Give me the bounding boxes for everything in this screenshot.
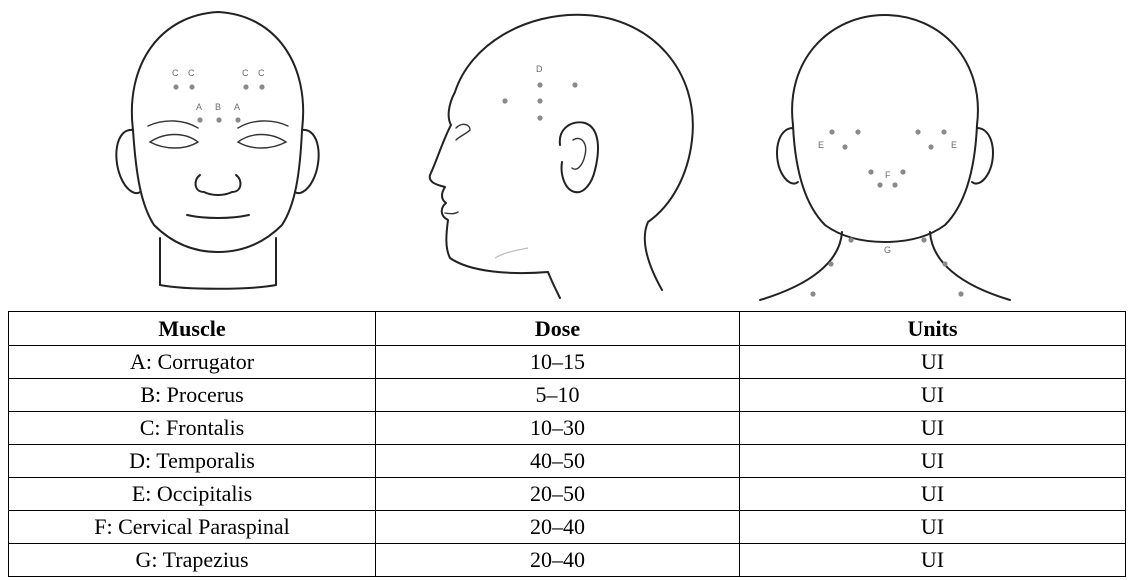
- cell-dose: 20–50: [376, 478, 740, 511]
- back-head-outline: [792, 15, 978, 242]
- side-dot-4: [572, 82, 577, 87]
- cell-units: UI: [740, 346, 1126, 379]
- table-row: C: Frontalis 10–30 UI: [9, 412, 1126, 445]
- front-dot-c4: [259, 84, 264, 89]
- back-dot-e4: [915, 129, 920, 134]
- header-muscle: Muscle: [9, 312, 376, 346]
- side-mouth: [445, 212, 458, 214]
- front-right-brow: [238, 121, 288, 128]
- cell-dose: 10–30: [376, 412, 740, 445]
- front-label-c2: C: [188, 68, 195, 78]
- back-dot-e2: [855, 129, 860, 134]
- front-dot-c2: [189, 84, 194, 89]
- dose-table: Muscle Dose Units A: Corrugator 10–15 UI…: [8, 311, 1126, 577]
- side-label-d: D: [536, 64, 543, 74]
- front-nose: [195, 175, 240, 195]
- side-ear: [560, 122, 598, 192]
- back-dot-g2: [921, 237, 926, 242]
- back-dot-e5: [941, 129, 946, 134]
- cell-units: UI: [740, 478, 1126, 511]
- back-dot-f2: [900, 169, 905, 174]
- cell-muscle: F: Cervical Paraspinal: [9, 511, 376, 544]
- head-diagrams: C C C C A B A D: [0, 0, 1130, 310]
- table-row: A: Corrugator 10–15 UI: [9, 346, 1126, 379]
- back-dot-g4: [942, 261, 947, 266]
- side-head-outline: [430, 15, 693, 298]
- side-jaw-line: [495, 248, 528, 258]
- cell-units: UI: [740, 412, 1126, 445]
- cell-dose: 5–10: [376, 379, 740, 412]
- cell-dose: 40–50: [376, 445, 740, 478]
- back-label-f: F: [885, 170, 891, 180]
- table-header-row: Muscle Dose Units: [9, 312, 1126, 346]
- cell-muscle: D: Temporalis: [9, 445, 376, 478]
- cell-dose: 20–40: [376, 511, 740, 544]
- front-head-outline: [132, 12, 303, 252]
- side-dot-3: [537, 98, 542, 103]
- back-dot-g3: [828, 261, 833, 266]
- side-dot-1: [537, 82, 542, 87]
- back-dot-f4: [892, 182, 897, 187]
- front-left-eye: [150, 135, 198, 149]
- table-row: E: Occipitalis 20–50 UI: [9, 478, 1126, 511]
- front-label-c4: C: [258, 68, 265, 78]
- back-dot-f3: [877, 182, 882, 187]
- cell-units: UI: [740, 511, 1126, 544]
- front-dot-b: [216, 117, 221, 122]
- cell-units: UI: [740, 445, 1126, 478]
- cell-units: UI: [740, 544, 1126, 577]
- back-dot-f1: [868, 169, 873, 174]
- side-ear-inner: [572, 138, 586, 169]
- front-right-ear: [295, 130, 319, 193]
- back-dot-g6: [958, 291, 963, 296]
- front-right-eye: [238, 135, 286, 149]
- back-dot-e3: [842, 144, 847, 149]
- back-dot-g1: [848, 237, 853, 242]
- front-label-a1: A: [196, 102, 202, 112]
- cell-muscle: A: Corrugator: [9, 346, 376, 379]
- side-dot-5: [537, 115, 542, 120]
- front-label-c3: C: [242, 68, 249, 78]
- cell-muscle: C: Frontalis: [9, 412, 376, 445]
- front-label-a2: A: [234, 102, 240, 112]
- front-dot-c3: [243, 84, 248, 89]
- back-dot-e6: [928, 144, 933, 149]
- back-label-e-right: E: [951, 140, 957, 150]
- back-dot-e1: [829, 129, 834, 134]
- cell-dose: 10–15: [376, 346, 740, 379]
- front-left-brow: [148, 121, 198, 128]
- front-neck: [160, 238, 276, 285]
- front-mouth: [187, 215, 249, 218]
- back-head-view: E E F G: [760, 15, 1010, 300]
- cell-muscle: B: Procerus: [9, 379, 376, 412]
- front-dot-a1: [197, 117, 202, 122]
- side-head-view: D: [430, 15, 693, 298]
- injection-site-figure: C C C C A B A D: [0, 0, 1130, 310]
- back-label-g: G: [884, 245, 891, 255]
- side-dot-2: [502, 98, 507, 103]
- side-eye: [456, 124, 470, 140]
- front-head-view: C C C C A B A: [116, 12, 318, 289]
- header-units: Units: [740, 312, 1126, 346]
- table-row: G: Trapezius 20–40 UI: [9, 544, 1126, 577]
- front-dot-a2: [235, 117, 240, 122]
- front-label-c1: C: [172, 68, 179, 78]
- back-neck-right: [930, 232, 1010, 300]
- back-label-e-left: E: [818, 140, 824, 150]
- cell-units: UI: [740, 379, 1126, 412]
- cell-dose: 20–40: [376, 544, 740, 577]
- back-dot-g5: [810, 291, 815, 296]
- cell-muscle: E: Occipitalis: [9, 478, 376, 511]
- header-dose: Dose: [376, 312, 740, 346]
- front-label-b: B: [215, 102, 221, 112]
- front-dot-c1: [173, 84, 178, 89]
- table-row: D: Temporalis 40–50 UI: [9, 445, 1126, 478]
- table-row: F: Cervical Paraspinal 20–40 UI: [9, 511, 1126, 544]
- table-row: B: Procerus 5–10 UI: [9, 379, 1126, 412]
- front-neck-base: [160, 285, 276, 289]
- cell-muscle: G: Trapezius: [9, 544, 376, 577]
